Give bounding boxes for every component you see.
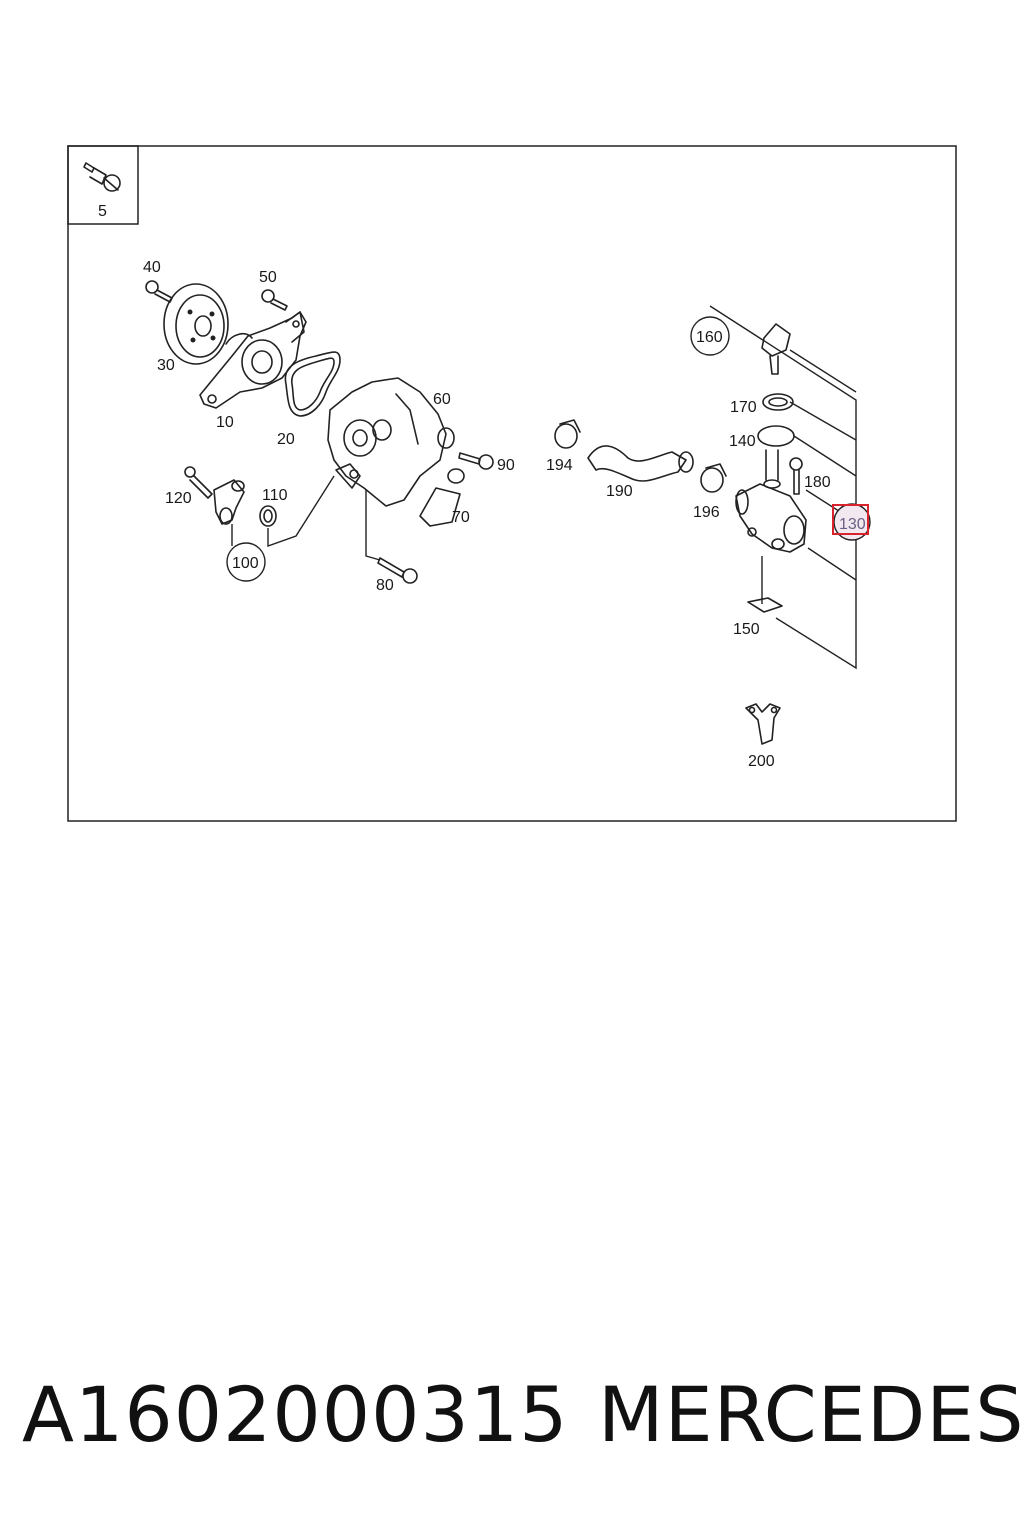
callout-194[interactable]: 194 xyxy=(546,457,573,474)
callout-170[interactable]: 170 xyxy=(730,399,757,416)
gasket-140-icon xyxy=(757,425,795,447)
label-150-icon xyxy=(747,556,783,613)
o-ring-170-icon xyxy=(762,393,794,411)
sensor-160-icon xyxy=(761,323,791,375)
callout-20[interactable]: 20 xyxy=(277,431,295,448)
clamp-196-icon xyxy=(700,463,727,493)
callout-5[interactable]: 5 xyxy=(98,203,107,220)
bolt-40-icon xyxy=(145,280,173,303)
clamp-194-icon xyxy=(554,419,581,449)
callout-150[interactable]: 150 xyxy=(733,621,760,638)
callout-100-circle xyxy=(226,542,266,582)
brand-name: MERCEDES xyxy=(598,1370,1024,1459)
sensor-5-icon xyxy=(83,162,121,192)
part-number: A1602000315 xyxy=(22,1370,569,1459)
water-pump-10-icon xyxy=(199,311,307,409)
callout-180[interactable]: 180 xyxy=(804,474,831,491)
callout-160-circle xyxy=(690,316,730,356)
screw-180-icon xyxy=(789,457,803,495)
flange-100-icon xyxy=(213,479,245,525)
bolt-90-icon xyxy=(458,452,494,470)
screw-120-icon xyxy=(184,466,213,499)
callout-80[interactable]: 80 xyxy=(376,577,394,594)
callout-60[interactable]: 60 xyxy=(433,391,451,408)
pulley-30-icon xyxy=(163,283,229,365)
callout-90[interactable]: 90 xyxy=(497,457,515,474)
cap-70-icon xyxy=(419,468,465,527)
bolt-50-icon xyxy=(261,289,288,311)
callout-130[interactable]: 130 xyxy=(839,516,866,533)
callout-120[interactable]: 120 xyxy=(165,490,192,507)
callout-196[interactable]: 196 xyxy=(693,504,720,521)
thermostat-housing-130-icon xyxy=(735,449,807,553)
callout-30[interactable]: 30 xyxy=(157,357,175,374)
callout-190[interactable]: 190 xyxy=(606,483,633,500)
callout-140[interactable]: 140 xyxy=(729,433,756,450)
bracket-200-icon xyxy=(745,703,781,745)
callout-160[interactable]: 160 xyxy=(696,329,723,346)
callout-200[interactable]: 200 xyxy=(748,753,775,770)
housing-60-icon xyxy=(327,377,455,507)
callout-130-highlight[interactable]: 130 xyxy=(832,503,871,541)
hose-190-icon xyxy=(587,445,694,482)
callout-70[interactable]: 70 xyxy=(452,509,470,526)
diagram-frame xyxy=(67,145,957,822)
callout-110[interactable]: 110 xyxy=(262,487,288,504)
inset-part-5: 5 xyxy=(67,145,139,225)
callout-40[interactable]: 40 xyxy=(143,259,161,276)
gasket-20-icon xyxy=(284,351,341,417)
highlight-box xyxy=(832,504,869,535)
callout-50[interactable]: 50 xyxy=(259,269,277,286)
callout-100[interactable]: 100 xyxy=(232,555,259,572)
footer: A1602000315 MERCEDES xyxy=(0,1370,1024,1470)
bolt-80-icon xyxy=(365,490,418,584)
ring-110-icon xyxy=(259,505,277,527)
callout-10[interactable]: 10 xyxy=(216,414,234,431)
assembly-leader-lines xyxy=(709,305,857,670)
